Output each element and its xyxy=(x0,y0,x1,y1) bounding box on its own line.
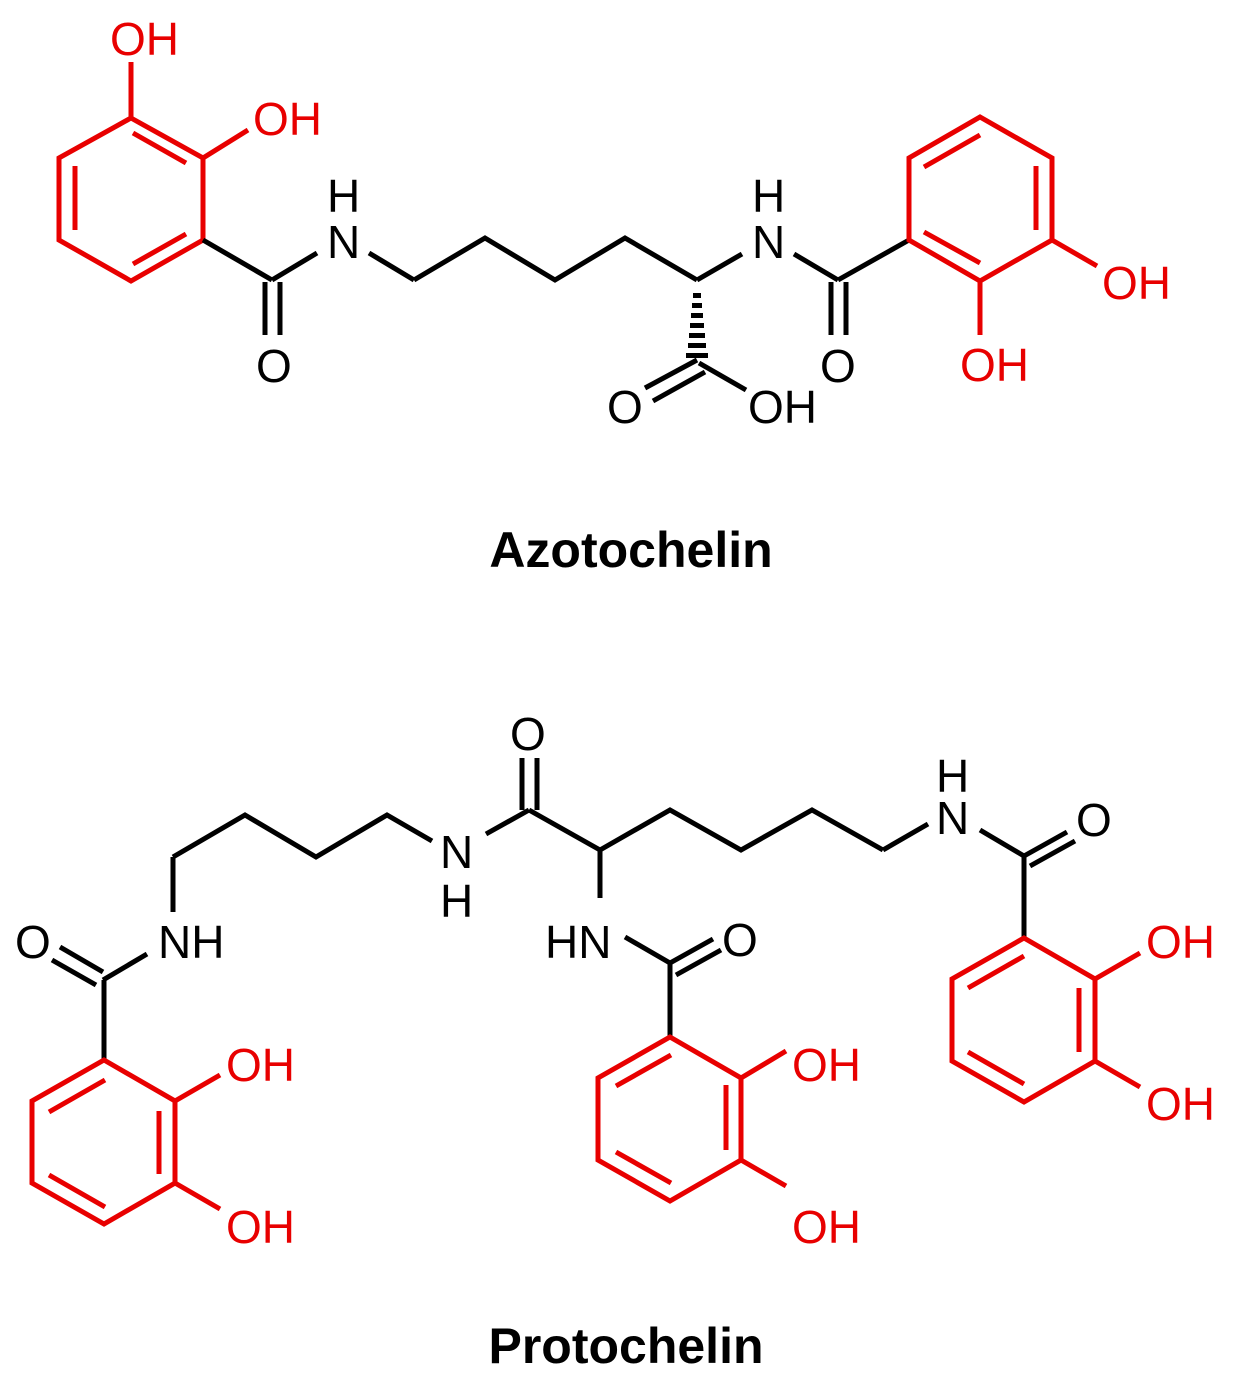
protochelin-oh-label-2: OH xyxy=(226,1201,295,1253)
azotochelin-right-amide-bonds xyxy=(792,237,911,335)
protochelin-nh-mid-h: H xyxy=(440,875,473,927)
azotochelin-hashed-wedge xyxy=(686,293,708,358)
azotochelin-amide-o-right: O xyxy=(820,340,856,392)
protochelin-nh-right-h: H xyxy=(936,750,969,802)
azotochelin-acid-oh: OH xyxy=(748,381,817,433)
protochelin-center-bonds xyxy=(484,758,930,898)
azotochelin-nh-right-h: H xyxy=(752,170,785,222)
azotochelin-oh-label-2: OH xyxy=(253,93,322,145)
azotochelin-title: Azotochelin xyxy=(489,522,772,578)
azotochelin-chain-bonds xyxy=(412,235,744,283)
azotochelin-right-catechol-ring xyxy=(906,114,1099,335)
protochelin-nh-right-n: N xyxy=(936,792,969,844)
azotochelin-left-amide-bonds xyxy=(201,237,416,335)
protochelin-oh-label-5: OH xyxy=(1146,916,1215,968)
protochelin-oh-label-4: OH xyxy=(792,1201,861,1253)
protochelin-left-catechol-ring xyxy=(29,1057,222,1227)
protochelin-left-amide-bonds xyxy=(50,857,176,1060)
azotochelin-nh-left-h: H xyxy=(327,170,360,222)
protochelin-right-amide-bonds xyxy=(978,827,1077,938)
azotochelin-left-catechol-ring xyxy=(56,62,250,284)
azotochelin-oh-label-4: OH xyxy=(960,339,1029,391)
azotochelin-amide-o-left: O xyxy=(256,340,292,392)
azotochelin-structure: OH OH O H N xyxy=(56,13,1171,578)
protochelin-hn-center: HN xyxy=(545,916,611,968)
azotochelin-nh-left-n: N xyxy=(327,216,360,268)
protochelin-right-catechol-ring xyxy=(949,935,1142,1105)
protochelin-amide-o-right: O xyxy=(1076,794,1112,846)
protochelin-oh-label-1: OH xyxy=(226,1039,295,1091)
azotochelin-nh-right-n: N xyxy=(752,216,785,268)
protochelin-nh-left: NH xyxy=(158,916,224,968)
protochelin-amide-o-left: O xyxy=(15,916,51,968)
protochelin-amide-o-center: O xyxy=(722,914,758,966)
protochelin-center-catechol-ring xyxy=(595,1034,788,1204)
protochelin-center-amide-bonds xyxy=(623,934,723,1037)
protochelin-title: Protochelin xyxy=(488,1318,763,1374)
protochelin-amide-o-top: O xyxy=(510,708,546,760)
azotochelin-oh-label-1: OH xyxy=(110,13,179,65)
protochelin-left-chain-bonds xyxy=(171,812,434,860)
protochelin-oh-label-3: OH xyxy=(792,1039,861,1091)
azotochelin-acid-o: O xyxy=(607,381,643,433)
azotochelin-carboxyl-bonds xyxy=(643,357,748,404)
azotochelin-oh-label-3: OH xyxy=(1102,257,1171,309)
protochelin-structure: O NH N H OH OH O xyxy=(15,708,1215,1374)
protochelin-nh-mid-n: N xyxy=(440,826,473,878)
protochelin-oh-label-6: OH xyxy=(1146,1078,1215,1130)
